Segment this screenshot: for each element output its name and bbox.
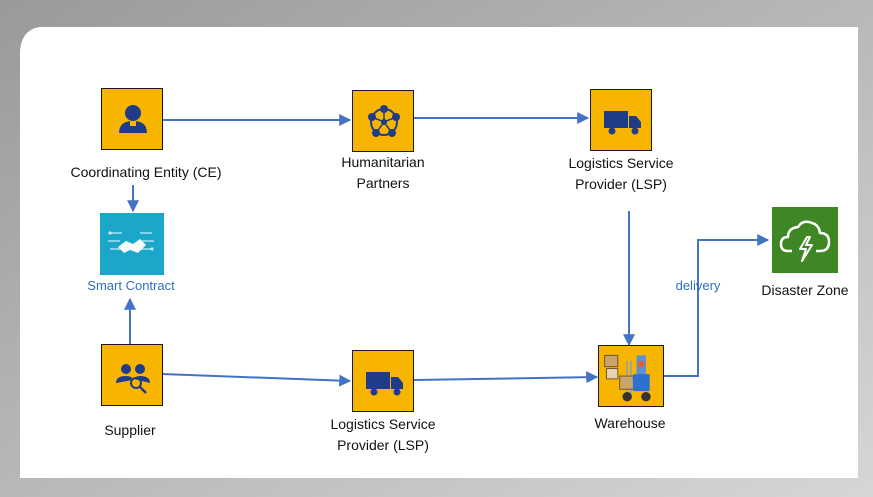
node-warehouse[interactable] (598, 345, 664, 407)
cloud-lightning-icon (772, 207, 838, 273)
label-line: Partners (356, 175, 410, 191)
node-label-disaster-zone: Disaster Zone (761, 282, 849, 298)
node-label-humanitarian-partners: Humanitarian Partners (341, 152, 424, 194)
node-label-smart-contract: Smart Contract (87, 278, 175, 293)
node-supplier[interactable] (101, 344, 163, 406)
node-disaster-zone[interactable] (772, 207, 838, 273)
node-label-lsp-bottom: Logistics Service Provider (LSP) (330, 414, 435, 456)
node-smart-contract[interactable] (100, 213, 164, 275)
node-coordinating-entity[interactable] (101, 88, 163, 150)
label-line: Humanitarian (341, 154, 425, 170)
truck-icon (604, 111, 641, 135)
handshake-icon (100, 213, 162, 275)
forklift-icon (604, 354, 651, 402)
label-line: Provider (LSP) (575, 176, 667, 192)
node-label-coordinating-entity: Coordinating Entity (CE) (70, 164, 222, 180)
network-icon (368, 105, 400, 137)
label-line: Logistics Service (568, 155, 674, 171)
edge-warehouse-to-disaster-zone (664, 234, 770, 377)
edge-supplier-to-lsp-bottom (161, 373, 352, 387)
node-lsp-bottom[interactable] (352, 350, 414, 412)
truck-icon (366, 372, 403, 396)
people-search-icon (116, 364, 150, 394)
label-line: Provider (LSP) (337, 437, 429, 453)
label-line: Logistics Service (330, 416, 436, 432)
edge-lsp-bottom-to-warehouse (413, 371, 599, 384)
person-icon (119, 105, 147, 133)
node-label-supplier: Supplier (104, 422, 156, 438)
node-label-lsp-top: Logistics Service Provider (LSP) (568, 153, 673, 195)
node-label-warehouse: Warehouse (594, 415, 666, 431)
node-humanitarian-partners[interactable] (352, 90, 414, 152)
node-lsp-top[interactable] (590, 89, 652, 151)
edge-label-delivery: delivery (675, 278, 721, 293)
